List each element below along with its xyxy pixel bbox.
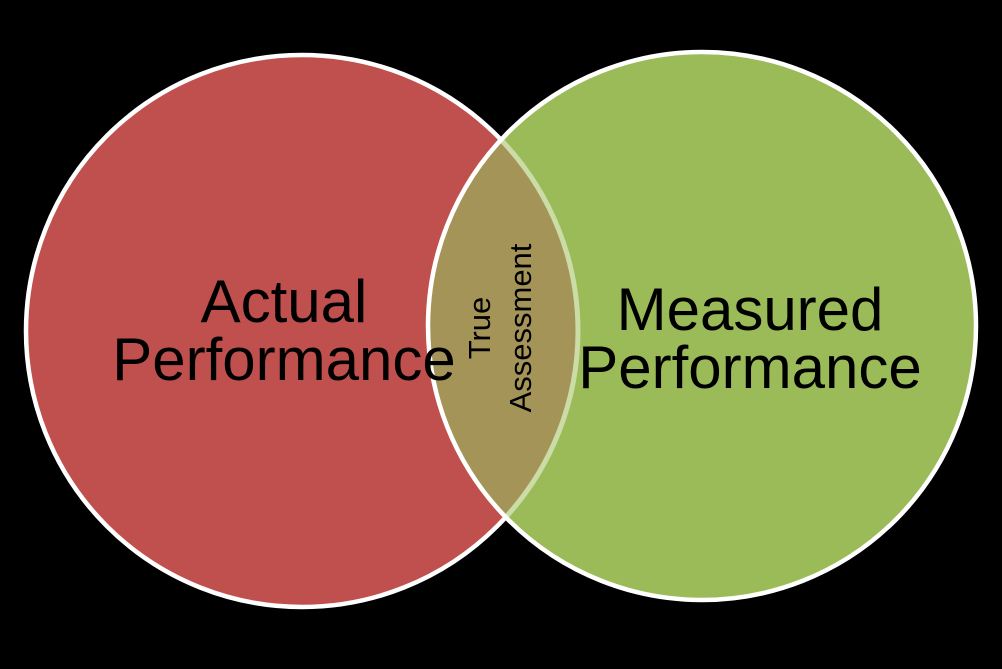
measured-performance-outline [425, 49, 979, 603]
measured-performance-circle [428, 52, 976, 600]
set-label-actual-performance: Actual Performance [112, 268, 456, 393]
actual-circle-occluded-outline [428, 52, 581, 600]
set-label-measured-performance: Measured Performance [578, 276, 922, 401]
intersection-label-true-assessment: True Assessment [462, 243, 538, 413]
